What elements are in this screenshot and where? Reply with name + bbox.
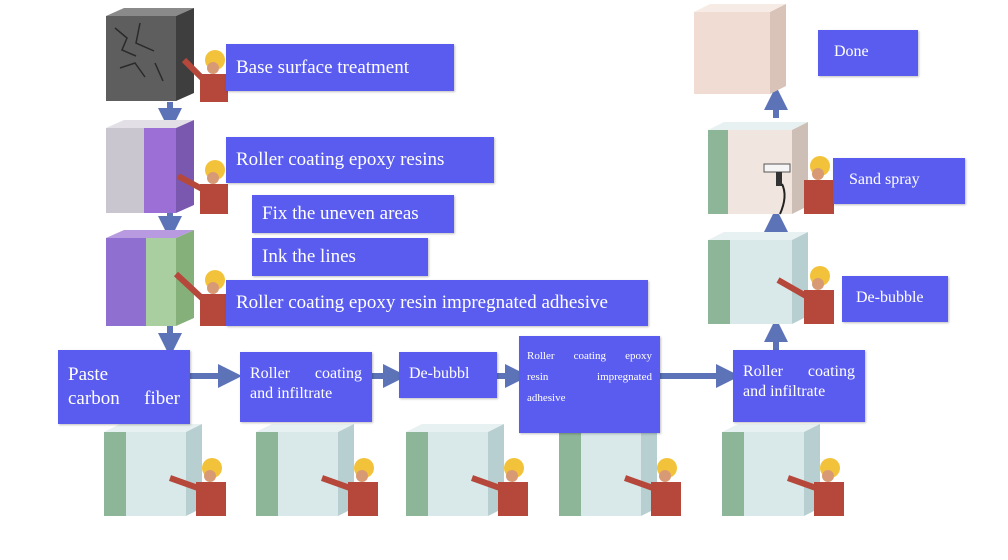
step-label: Done (834, 43, 869, 60)
step-roller-coating-impregnated-adhesive: Roller coating epoxy resin impregnated a… (226, 280, 648, 326)
base-surface-tile (100, 8, 235, 104)
worker-icon (786, 458, 844, 516)
ink-lines-tile (100, 228, 235, 328)
step-label: resin impregnated (527, 370, 652, 383)
concrete-block-icon (694, 12, 770, 94)
paste-carbon-tile (98, 424, 233, 518)
step-label: Ink the lines (262, 246, 356, 268)
step-label: Roller coating epoxy resin impregnated a… (236, 292, 608, 314)
step-de-bubbl: De-bubbl (399, 352, 497, 398)
spray-gun-icon (763, 163, 791, 215)
step-de-bubble: De-bubble (842, 276, 948, 322)
step-roller-coating-adhesive-small: Roller coating epoxy resin impregnated a… (519, 336, 660, 433)
step-roller-coating-epoxy-resins: Roller coating epoxy resins (226, 137, 494, 183)
step-sand-spray: Sand spray (833, 158, 965, 204)
step-label: and infiltrate (743, 383, 826, 400)
done-tile (688, 2, 808, 98)
step-fix-uneven-areas: Fix the uneven areas (252, 195, 454, 233)
roller-infiltrate-b-tile (716, 424, 851, 518)
worker-icon (168, 458, 226, 516)
step-label: Roller coating (743, 363, 855, 380)
worker-icon (470, 458, 528, 516)
step-label: Roller coating (250, 365, 362, 382)
worker-icon (176, 160, 228, 214)
step-ink-the-lines: Ink the lines (252, 238, 428, 276)
step-label: carbon fiber (68, 388, 180, 409)
worker-icon (173, 270, 228, 326)
step-label: and infiltrate (250, 385, 333, 402)
adhesive-tile (553, 424, 688, 518)
step-base-surface-treatment: Base surface treatment (226, 44, 454, 91)
de-bubbl-tile (400, 424, 535, 518)
step-label: Sand spray (849, 171, 920, 188)
step-label: Roller coating epoxy (527, 350, 652, 362)
step-label: Base surface treatment (236, 56, 410, 78)
step-label: De-bubble (856, 289, 924, 306)
sand-spray-tile (704, 118, 839, 216)
worker-icon (776, 266, 834, 324)
worker-icon (623, 458, 681, 516)
concrete-block-icon (256, 432, 278, 516)
roller-epoxy-tile (100, 118, 235, 216)
step-roller-coating-infiltrate-b: Roller coating and infiltrate (733, 350, 865, 422)
concrete-block-icon (559, 432, 581, 516)
worker-icon (181, 50, 228, 102)
step-done: Done (818, 30, 918, 76)
worker-icon (804, 156, 834, 214)
step-roller-coating-infiltrate: Roller coating and infiltrate (240, 352, 372, 422)
concrete-block-icon (104, 432, 126, 516)
worker-icon (320, 458, 378, 516)
step-label: De-bubbl (409, 365, 470, 382)
step-label: Roller coating epoxy resins (236, 149, 445, 171)
step-label: Paste (68, 364, 109, 386)
step-label: adhesive (527, 391, 566, 404)
concrete-block-icon (708, 240, 730, 324)
roller-infiltrate-tile (250, 424, 385, 518)
step-label: Fix the uneven areas (262, 203, 419, 225)
concrete-block-icon (722, 432, 744, 516)
de-bubble-tile (704, 230, 839, 326)
concrete-block-icon (708, 130, 728, 214)
step-paste-carbon-fiber: Paste carbon fiber (58, 350, 190, 424)
concrete-block-icon (406, 432, 428, 516)
